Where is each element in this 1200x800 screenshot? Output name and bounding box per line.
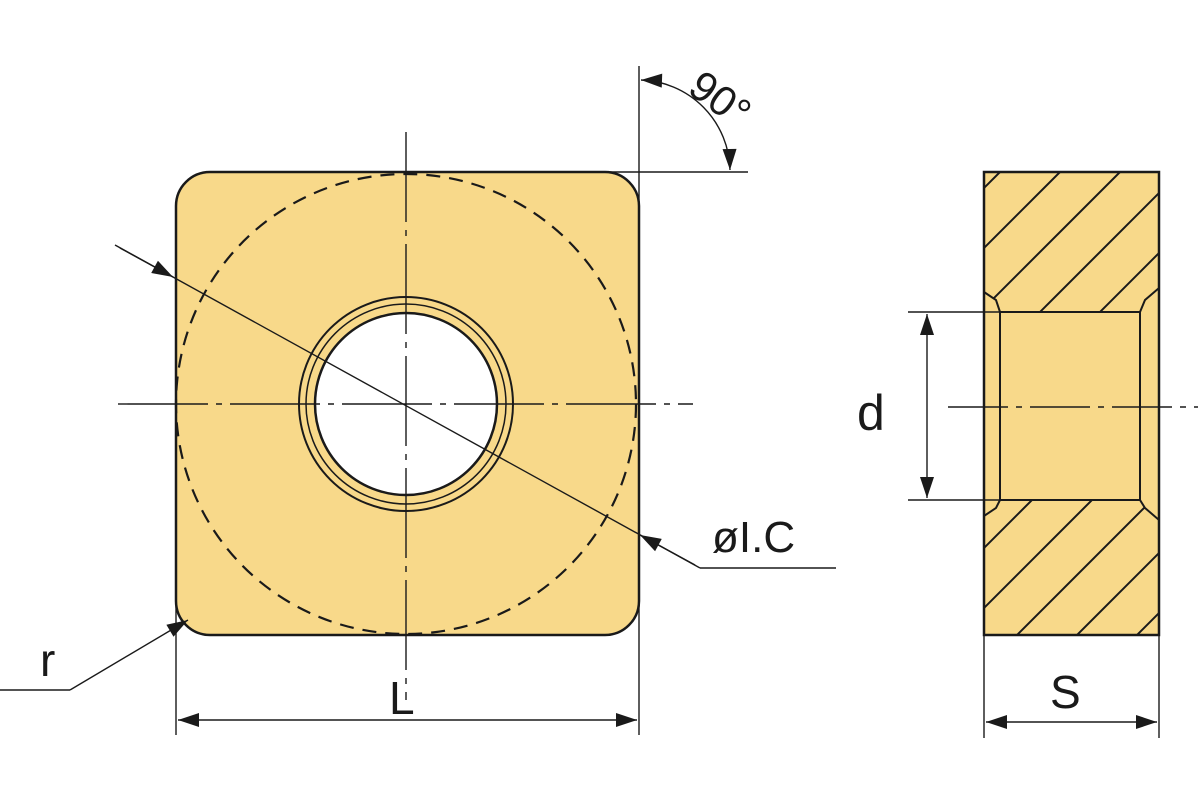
side-outline: [982, 170, 1161, 637]
s-label: S: [1050, 666, 1081, 718]
side-view: d S: [857, 170, 1198, 738]
ic-label: øI.C: [712, 513, 795, 562]
angle-arc: [640, 73, 737, 171]
r-leader-arrow: [69, 619, 189, 691]
d-label: d: [857, 385, 885, 441]
side-hole: [983, 285, 1160, 523]
ic-arrow-lower: [639, 534, 696, 566]
l-label: L: [389, 672, 415, 724]
angle-label: 90°: [681, 61, 760, 136]
r-label: r: [40, 634, 55, 686]
top-view: øI.C r L 90°: [0, 61, 836, 735]
ic-diameter-line: [114, 244, 701, 569]
ic-arrow-upper: [119, 247, 174, 278]
